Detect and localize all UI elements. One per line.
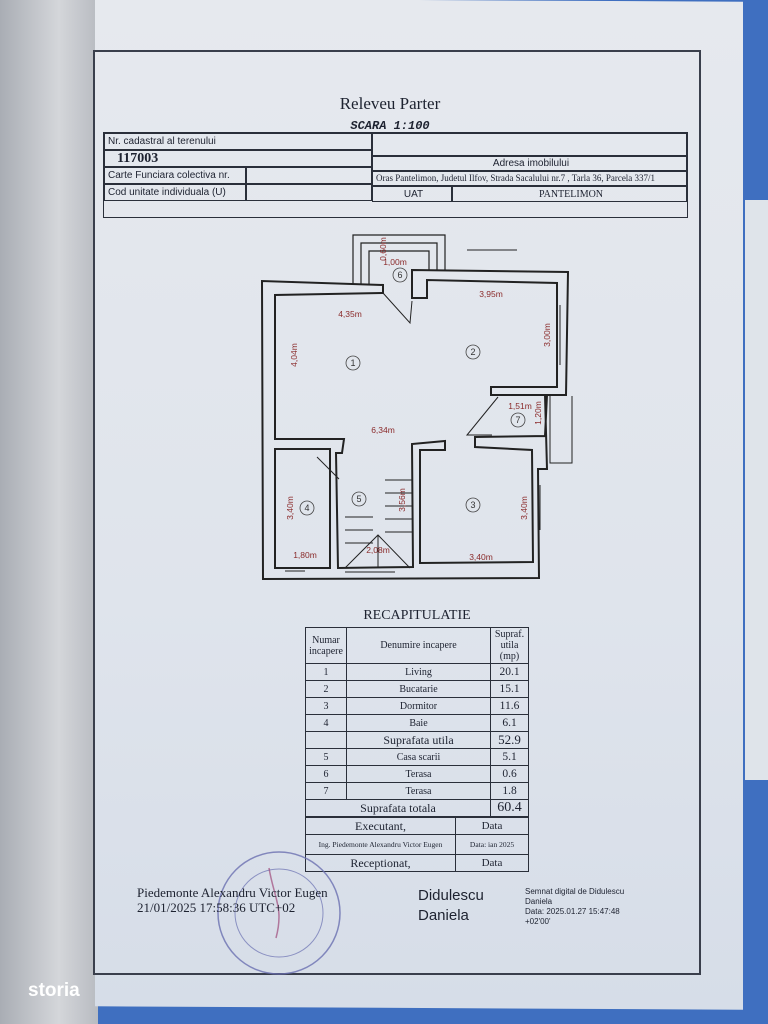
receiver-first-name: Didulescu [418,887,484,904]
carte-value [246,167,372,184]
data-label: Data [455,817,529,835]
address-value: Oras Pantelimon, Judetul Ilfov, Strada S… [372,171,687,186]
signer-name: Piedemonte Alexandru Victor Eugen [137,885,328,900]
dim-label: 3,56m [397,488,407,512]
dim-label: 3,40m [285,496,295,520]
receiver-last-name: Daniela [418,907,469,924]
col-header: Denumire incapere [346,627,491,664]
signing-date: 21/01/2025 17:58:36 UTC+02 [137,900,296,915]
receptionat-label: Receptionat, [305,854,456,872]
drawing-frame [93,50,701,975]
uat-label: UAT [372,186,452,202]
executant-label: Executant, [305,817,456,835]
sig-line: Semnat digital de Didulescu [525,887,625,896]
cadastral-value: 117003 [104,150,372,167]
sig-line: Daniela [525,897,553,906]
room-5: 5 [356,494,361,504]
room-6: 6 [397,270,402,280]
signature-receiver: Didulescu Daniela [418,886,484,926]
document-title: Releveu Parter [339,94,441,113]
carte-label: Carte Funciara colectiva nr. [104,167,246,184]
cod-label: Cod unitate individuala (U) [104,184,246,201]
storia-watermark: storia [28,980,80,1001]
executant-date: Data: ian 2025 [455,834,529,855]
scale-label: SCARA 1:100 [350,119,430,133]
room-2: 2 [470,347,475,357]
signature-executant: Piedemonte Alexandru Victor Eugen 21/01/… [137,885,328,915]
signoff-table: Executant,Data Ing. Piedemonte Alexandru… [305,817,529,872]
engineer-stamp [217,851,341,975]
dim-label: 3,40m [469,552,493,562]
room-7: 7 [515,415,520,425]
dim-label: 3,40m [519,496,529,520]
data-label: Data [455,854,529,872]
left-page [0,0,98,1024]
dim-label: 4,35m [338,309,362,319]
cod-value [246,184,372,201]
dim-label: 2,08m [366,545,390,555]
col-header: Supraf. utila (mp) [490,627,529,664]
floor-plan: 1 2 3 4 5 6 7 4,35m 3,95m 3,00m 4,04m 1,… [260,234,573,581]
col-header: Numar incapere [305,627,347,664]
dim-label: 1,51m [508,401,532,411]
dim-label: 1,20m [533,401,543,425]
dim-label: 1,80m [293,550,317,560]
header-empty [372,133,687,156]
room-1: 1 [350,358,355,368]
sig-line: Data: 2025.01.27 15:47:48 [525,907,620,916]
digital-signature-info: Semnat digital de Didulescu Daniela Data… [525,887,624,927]
dim-label: 6,34m [371,425,395,435]
dim-label: 4,04m [289,343,299,367]
uat-value: PANTELIMON [452,186,687,202]
address-label: Adresa imobilului [372,156,687,171]
folder-insert [745,200,768,780]
dim-label: 0,60m [378,237,388,261]
cadastral-label: Nr. cadastral al terenului [104,133,372,150]
dim-label: 3,00m [542,323,552,347]
room-3: 3 [470,500,475,510]
dim-label: 1,00m [383,257,407,267]
header-table: Nr. cadastral al terenului 117003 Carte … [103,132,688,218]
recap-title: RECAPITULATIE [363,608,471,623]
room-4: 4 [304,503,309,513]
sig-line: +02'00' [525,917,551,926]
dim-label: 3,95m [479,289,503,299]
